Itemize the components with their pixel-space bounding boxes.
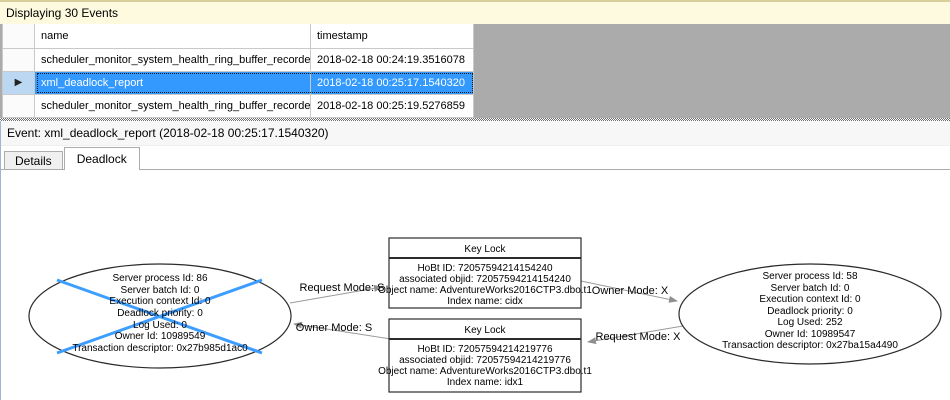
- tab-details[interactable]: Details: [4, 151, 63, 170]
- svg-text:Deadlock priority: 0: Deadlock priority: 0: [767, 306, 853, 317]
- row-selector-cell[interactable]: [3, 49, 35, 71]
- svg-text:Owner Id: 10989547: Owner Id: 10989547: [765, 329, 856, 340]
- svg-text:associated objid: 720575942142: associated objid: 72057594214219776: [399, 355, 571, 366]
- event-name-cell[interactable]: scheduler_monitor_system_health_ring_buf…: [35, 49, 311, 71]
- selected-event-label: Event: xml_deadlock_report (2018-02-18 0…: [7, 126, 329, 140]
- svg-text:Key Lock: Key Lock: [464, 244, 506, 255]
- event-timestamp-cell[interactable]: 2018-02-18 00:24:19.3516078: [311, 49, 474, 71]
- svg-text:Log Used: 0: Log Used: 0: [133, 320, 187, 331]
- victim-x-icon: [56, 278, 263, 355]
- edge-label-request-x: Request Mode: X: [596, 331, 682, 343]
- column-header-name[interactable]: name: [35, 24, 311, 48]
- svg-text:Owner Id: 10989549: Owner Id: 10989549: [115, 331, 206, 342]
- selected-event-bar: Event: xml_deadlock_report (2018-02-18 0…: [1, 121, 950, 146]
- svg-text:Execution context Id: 0: Execution context Id: 0: [759, 294, 861, 305]
- events-grid-header-row: name timestamp: [3, 24, 474, 49]
- svg-text:Server process Id: 58: Server process Id: 58: [762, 271, 857, 282]
- events-count-bar: Displaying 30 Events: [0, 0, 950, 24]
- svg-text:Object name: AdventureWorks201: Object name: AdventureWorks2016CTP3.dbo.…: [378, 285, 592, 296]
- detail-tab-strip: Details Deadlock: [1, 146, 950, 170]
- svg-text:Deadlock priority: 0: Deadlock priority: 0: [117, 308, 203, 319]
- svg-text:Index name: idx1: Index name: idx1: [447, 377, 524, 388]
- event-timestamp-cell[interactable]: 2018-02-18 00:25:19.5276859: [311, 95, 474, 117]
- events-count-label: Displaying 30 Events: [6, 6, 119, 20]
- svg-text:Log Used: 252: Log Used: 252: [777, 317, 842, 328]
- svg-text:HoBt ID: 72057594214219776: HoBt ID: 72057594214219776: [417, 344, 553, 355]
- tab-deadlock[interactable]: Deadlock: [63, 147, 140, 170]
- event-timestamp-cell[interactable]: 2018-02-18 00:25:17.1540320: [311, 72, 474, 94]
- edge-request-s: [289, 284, 383, 304]
- svg-text:associated objid: 720575942141: associated objid: 72057594214154240: [399, 274, 571, 285]
- row-selector-header-cell: [3, 24, 35, 48]
- table-row-selected[interactable]: ▶ xml_deadlock_report 2018-02-18 00:25:1…: [3, 72, 474, 95]
- horizontal-splitter[interactable]: [0, 118, 950, 121]
- event-name-cell[interactable]: xml_deadlock_report: [35, 72, 311, 94]
- svg-text:Execution context Id: 0: Execution context Id: 0: [109, 296, 211, 307]
- row-selector-cell[interactable]: [3, 95, 35, 117]
- event-detail-panel: Event: xml_deadlock_report (2018-02-18 0…: [0, 121, 950, 400]
- svg-text:Server process Id: 86: Server process Id: 86: [112, 273, 207, 284]
- svg-text:Index name: cidx: Index name: cidx: [447, 296, 523, 307]
- edge-request-x: [587, 325, 684, 345]
- edge-owner-x: [580, 280, 678, 303]
- svg-text:Transaction descriptor: 0x27ba: Transaction descriptor: 0x27ba15a4490: [722, 340, 898, 351]
- process-node-victim[interactable]: Server process Id: 86 Server batch Id: 0…: [28, 263, 292, 369]
- current-row-indicator-icon: ▶: [14, 77, 23, 88]
- deadlock-tab-content: Server process Id: 86 Server batch Id: 0…: [1, 170, 950, 400]
- process-node[interactable]: Server process Id: 58 Server batch Id: 0…: [678, 263, 942, 365]
- svg-text:Object name: AdventureWorks201: Object name: AdventureWorks2016CTP3.dbo.…: [378, 366, 592, 377]
- edge-owner-s: [293, 321, 392, 340]
- svg-text:HoBt ID: 72057594214154240: HoBt ID: 72057594214154240: [417, 263, 553, 274]
- table-row[interactable]: scheduler_monitor_system_health_ring_buf…: [3, 49, 474, 72]
- deadlock-graph: Server process Id: 86 Server batch Id: 0…: [28, 237, 942, 393]
- events-grid: name timestamp scheduler_monitor_system_…: [2, 24, 474, 118]
- edge-label-owner-s: Owner Mode: S: [296, 322, 372, 334]
- table-row[interactable]: scheduler_monitor_system_health_ring_buf…: [3, 95, 474, 118]
- svg-text:Key Lock: Key Lock: [464, 325, 506, 336]
- event-name-cell[interactable]: scheduler_monitor_system_health_ring_buf…: [35, 95, 311, 117]
- lock-node-idx1[interactable]: Key Lock HoBt ID: 72057594214219776 asso…: [378, 318, 592, 393]
- svg-text:Server batch Id: 0: Server batch Id: 0: [771, 283, 850, 294]
- lock-node-cidx[interactable]: Key Lock HoBt ID: 72057594214154240 asso…: [378, 237, 592, 309]
- edge-label-request-s: Request Mode: S: [300, 282, 385, 294]
- edge-label-owner-x: Owner Mode: X: [592, 285, 669, 297]
- column-header-timestamp[interactable]: timestamp: [311, 24, 474, 48]
- row-selector-cell[interactable]: ▶: [3, 72, 35, 94]
- svg-text:Server batch Id: 0: Server batch Id: 0: [121, 285, 200, 296]
- events-grid-backdrop: name timestamp scheduler_monitor_system_…: [0, 24, 950, 118]
- svg-text:Transaction descriptor: 0x27b9: Transaction descriptor: 0x27b985d1ac0: [72, 343, 248, 354]
